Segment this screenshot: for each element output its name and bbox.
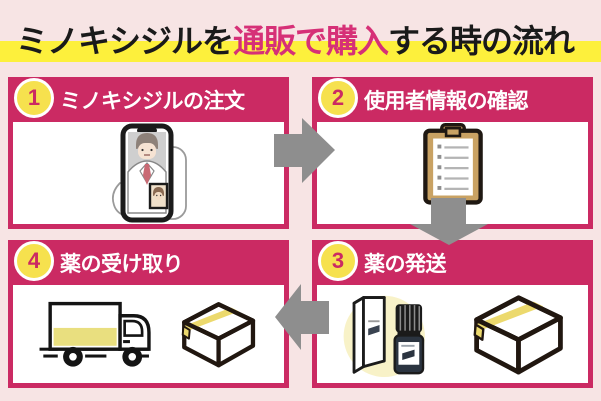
arrow-down-icon [410,198,488,245]
title-highlight: 通販で購入 [233,23,389,59]
clipboard-checklist-icon [422,123,483,205]
step-2-header: 使用者情報の確認 [312,77,593,122]
delivery-truck-icon [39,301,151,367]
step-4-label: 薬の受け取り [60,252,184,276]
step-box-1: ミノキシジルの注文 1 [8,77,289,229]
step-1-header: ミノキシジルの注文 [8,77,289,122]
shipping-box-icon [473,295,563,375]
step-2-label: 使用者情報の確認 [364,89,529,113]
step-3-header: 薬の発送 [312,240,593,285]
step-1-label: ミノキシジルの注文 [60,89,245,113]
medicine-bottle-icon [343,295,425,378]
video-call-phone-icon [111,123,187,223]
title-prefix: ミノキシジルを [16,23,234,59]
title-suffix: する時の流れ [388,23,575,59]
step-4-number-badge: 4 [14,241,54,281]
step-3-number-badge: 3 [318,241,358,281]
page-title: ミノキシジルを通販で購入する時の流れ [16,16,575,62]
arrow-right-icon [274,118,335,183]
step-3-content [317,285,588,383]
step-1-number-badge: 1 [14,78,54,118]
step-3-label: 薬の発送 [364,252,447,276]
step-4-header: 薬の受け取り [8,240,289,285]
step-box-4: 薬の受け取り 4 [8,240,289,388]
step-1-content [13,122,284,224]
step-box-3: 薬の発送 3 [312,240,593,388]
shipping-box-icon [181,302,255,368]
arrow-left-icon [275,284,329,350]
step-4-content [13,285,284,383]
step-2-number-badge: 2 [318,78,358,118]
title-highlight-band [0,41,601,62]
